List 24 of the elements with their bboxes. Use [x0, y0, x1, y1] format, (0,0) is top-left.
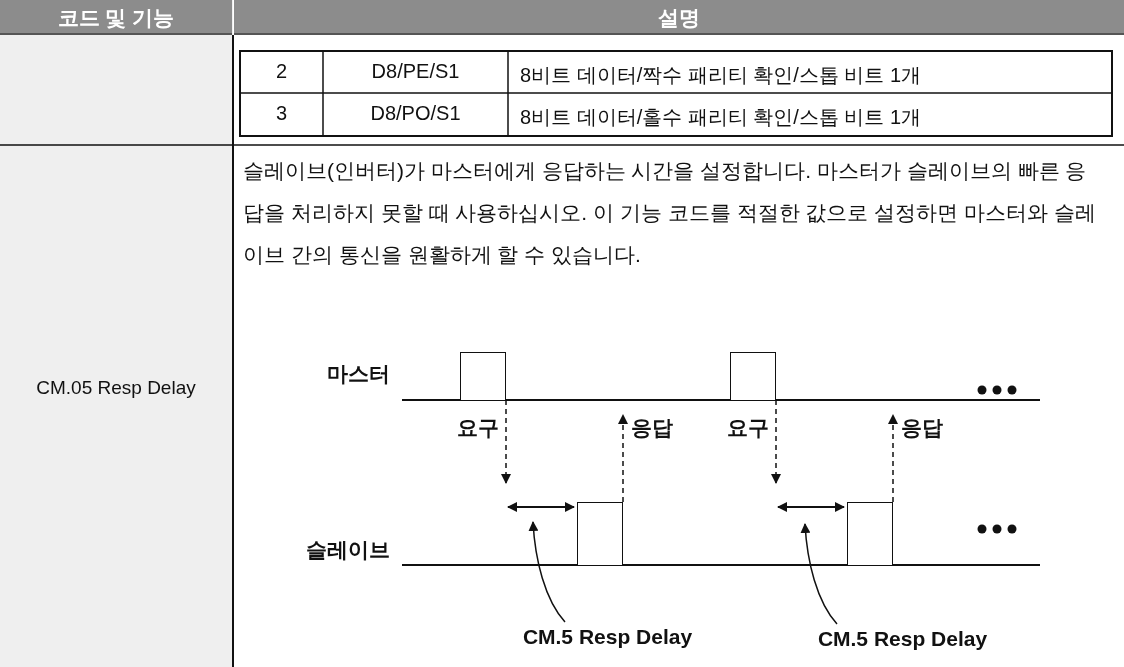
table-text: D8/PE/S1 [370, 59, 461, 84]
table-text: 8비트 데이터/짝수 패리티 확인/스톱 비트 1개 [519, 63, 923, 88]
table-text: 8비트 데이터/홀수 패리티 확인/스톱 비트 1개 [519, 105, 923, 130]
function-code-text: CM.05 Resp Delay [35, 376, 197, 400]
pulse [847, 502, 893, 565]
leader-line [800, 523, 838, 625]
pulse [460, 352, 506, 400]
leader-line [528, 521, 566, 623]
arrow [771, 399, 781, 484]
arrow [501, 399, 511, 484]
description-paragraph: 슬레이브(인버터)가 마스터에게 응답하는 시간을 설정합니다. 마스터가 슬레이브의 빠른 응답을 처리하지 못할 때 사용하십시오. 이 기능 코드를 적절한 값으로 설정하면 마스터와 슬레이브 간의 통신을 원활하게 할 수 있습니다. [243, 158, 1097, 268]
pulse [730, 352, 776, 400]
table-text: D8/PO/S1 [369, 101, 462, 126]
signal-label: 마스터 [326, 361, 390, 387]
pulse [577, 502, 623, 565]
arrow [618, 414, 628, 503]
delay-label: CM.5 Resp Delay [800, 624, 1005, 654]
arrow [888, 414, 898, 503]
table-text: 3 [274, 101, 289, 126]
header-cell: 설명 [234, 0, 1124, 35]
header-cell: 코드 및 기능 [0, 0, 232, 35]
signal-label: 슬레이브 [305, 537, 390, 563]
table-text: 2 [274, 59, 289, 84]
delay-label: CM.5 Resp Delay [505, 622, 710, 652]
